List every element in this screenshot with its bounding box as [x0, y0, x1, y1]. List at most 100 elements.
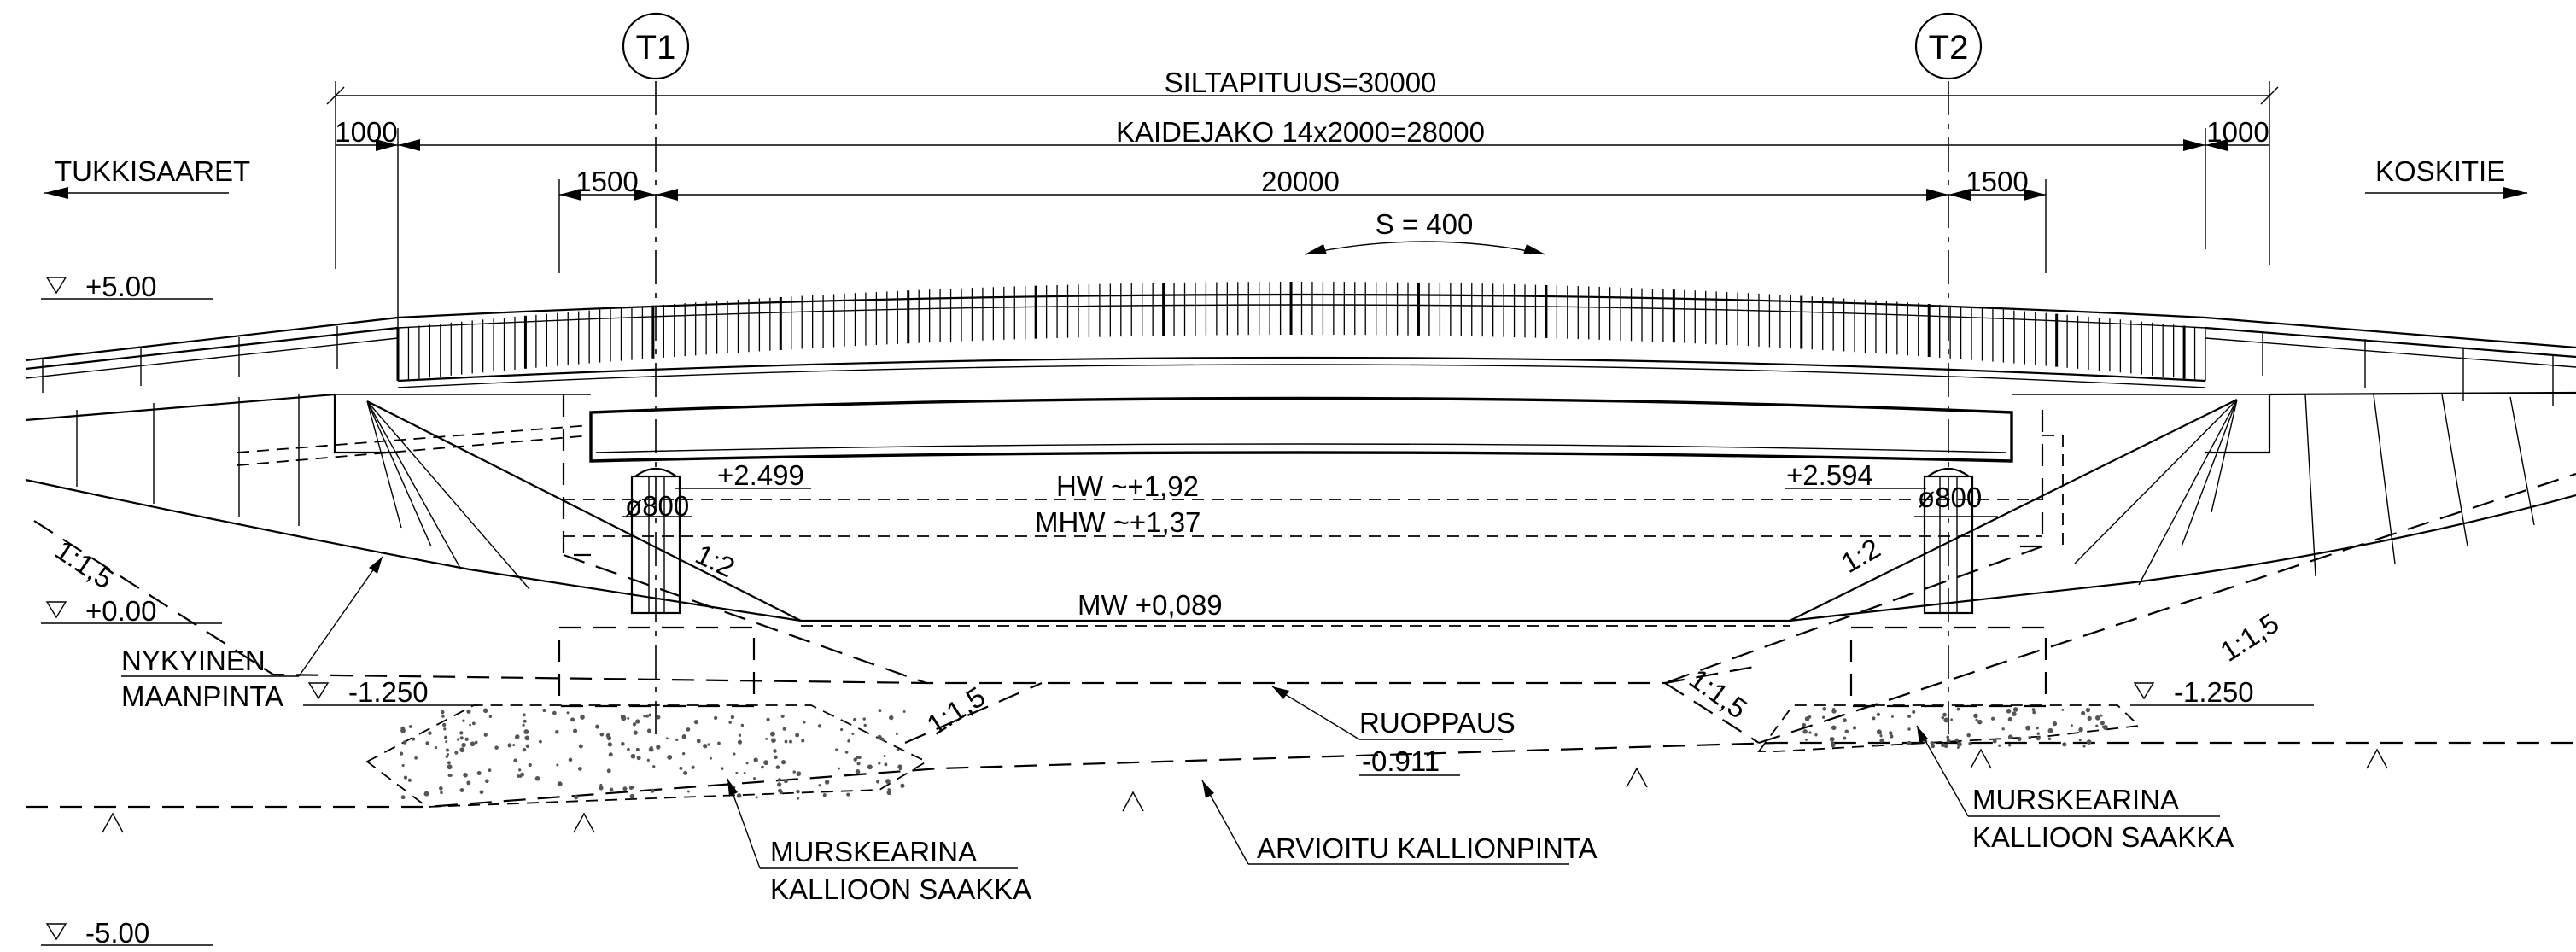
stipple-dot	[796, 771, 802, 776]
stipple-dot	[2100, 721, 2105, 726]
stipple-dot	[740, 723, 745, 727]
stipple-dot	[818, 784, 821, 787]
stipple-dot	[652, 765, 656, 768]
stipple-dot	[522, 723, 525, 727]
stipple-dot	[608, 752, 613, 757]
stipple-dot	[2036, 736, 2041, 741]
slope-left-inner: 1:2	[691, 538, 739, 583]
stipple-dot	[878, 762, 881, 765]
stipple-dot	[447, 764, 453, 770]
stipple-dot	[439, 786, 443, 791]
stipple-dot	[573, 794, 579, 800]
stipple-dot	[2017, 736, 2022, 742]
stipple-dot	[2047, 727, 2053, 733]
dimension-bridge-length: SILTAPITUUS=30000	[326, 67, 2279, 269]
stipple-dot	[1808, 731, 1812, 734]
stipple-dot	[2087, 715, 2092, 721]
stipple-dot	[1831, 725, 1837, 731]
stipple-dot	[403, 775, 408, 780]
callout-dredging: RUOPPAUS -0.911	[1271, 686, 1516, 777]
stipple-dot	[407, 778, 412, 782]
stipple-dot	[1931, 744, 1936, 749]
stipple-dot	[709, 756, 712, 760]
stipple-dot	[648, 713, 652, 717]
elevation-plus5: +5.00	[41, 271, 213, 302]
elevation-minus5: -5.00	[41, 917, 213, 949]
stipple-dot	[2032, 710, 2036, 715]
stipple-dot	[777, 782, 782, 787]
stipple-dot	[1843, 736, 1847, 740]
crushed-left-label-1: MURSKEARINA	[770, 836, 977, 867]
stipple-dot	[1966, 733, 1971, 738]
stipple-dot	[2070, 724, 2073, 727]
stipple-dot	[1912, 710, 1916, 714]
stipple-dot	[441, 715, 445, 718]
stipple-dot	[620, 714, 626, 720]
stipple-dot	[855, 769, 861, 774]
stipple-dot	[2007, 716, 2013, 722]
right-foundation-elevation-label: -1.250	[2174, 676, 2254, 708]
stipple-dot	[770, 731, 775, 737]
stipple-dot	[656, 745, 661, 750]
stipple-dot	[780, 759, 786, 765]
stipple-dot	[443, 727, 447, 731]
stipple-dot	[423, 791, 429, 797]
stipple-dot	[443, 735, 448, 739]
stipple-dot	[461, 742, 466, 748]
stipple-dot	[557, 781, 563, 787]
mhw-label: MHW ~+1,37	[1035, 506, 1200, 538]
railing-balusters	[396, 282, 2206, 381]
stipple-dot	[456, 738, 460, 741]
stipple-dot	[2086, 739, 2092, 745]
stipple-dot	[1822, 706, 1827, 711]
stipple-dot	[1990, 716, 1995, 721]
stipple-dot	[2052, 721, 2058, 727]
span-dimension: 20000	[1261, 166, 1340, 197]
stipple-dot	[1844, 729, 1849, 733]
stipple-dot	[635, 747, 640, 751]
stipple-dot	[703, 744, 708, 749]
stipple-dot	[1814, 733, 1818, 737]
stipple-dot	[721, 767, 724, 770]
stipple-dot	[889, 715, 894, 721]
stipple-dot	[853, 717, 857, 721]
stipple-dot	[514, 735, 519, 739]
stipple-dot	[835, 748, 838, 751]
stipple-dot	[447, 761, 451, 765]
stipple-dot	[1804, 716, 1810, 721]
stipple-dot	[730, 715, 735, 720]
stipple-dot	[2001, 727, 2005, 731]
stipple-dot	[736, 793, 742, 798]
stipple-dot	[801, 739, 805, 743]
stipple-dot	[2028, 736, 2032, 739]
elevation-left-foundation: -1.250	[303, 676, 478, 708]
stipple-dot	[507, 743, 512, 748]
stipple-dot	[645, 714, 650, 718]
railing-division-label: KAIDEJAKO 14x2000=28000	[1116, 116, 1485, 148]
elevation-right-foundation: -1.250	[2130, 676, 2314, 708]
direction-right: KOSKITIE	[2365, 155, 2527, 199]
stipple-dot	[1941, 743, 1945, 748]
callout-crushed-right: MURSKEARINA KALLIOON SAAKKA	[1916, 725, 2234, 853]
stipple-dot	[2036, 732, 2040, 735]
stipple-dot	[2047, 737, 2052, 741]
stipple-dot	[566, 711, 570, 715]
stipple-dot	[635, 719, 640, 724]
stipple-left	[399, 708, 906, 800]
stipple-dot	[524, 735, 530, 741]
stipple-dot	[733, 752, 736, 756]
left-abutment	[237, 394, 592, 557]
stipple-dot	[2101, 725, 2105, 728]
stipple-dot	[840, 727, 844, 732]
elevation-plus5-label: +5.00	[85, 271, 157, 302]
stipple-dot	[847, 739, 850, 743]
stipple-dot	[1876, 729, 1882, 735]
stipple-dot	[784, 739, 788, 744]
stipple-dot	[796, 789, 800, 794]
stipple-dot	[753, 757, 758, 762]
stipple-dot	[466, 780, 471, 786]
stipple-dot	[459, 731, 464, 735]
water-level-mhw: MHW ~+1,37	[564, 506, 2042, 538]
stipple-dot	[445, 748, 450, 752]
stipple-dot	[440, 791, 443, 795]
